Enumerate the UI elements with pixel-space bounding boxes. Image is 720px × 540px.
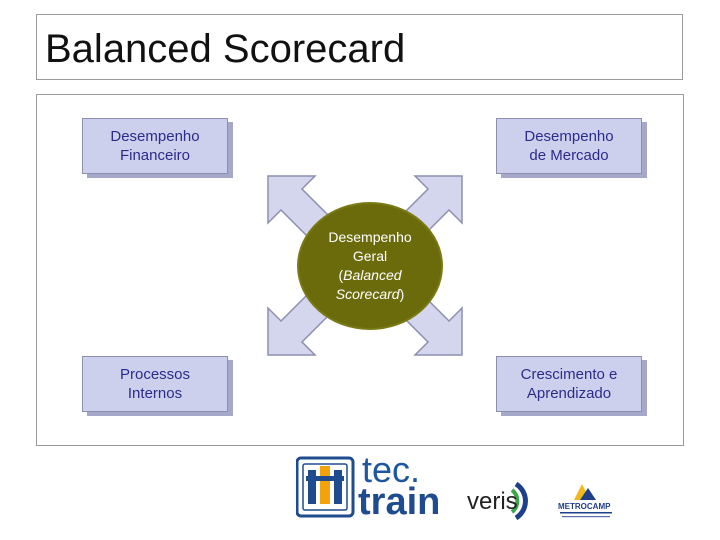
center-line-3-prefix: ( xyxy=(338,267,344,283)
title-frame: Balanced Scorecard xyxy=(36,14,683,80)
box-desempenho-mercado: Desempenho de Mercado xyxy=(496,118,642,174)
box-desempenho-financeiro: Desempenho Financeiro xyxy=(82,118,228,174)
metrocamp-logo-icon xyxy=(560,484,612,518)
box-crescimento-aprendizado: Crescimento e Aprendizado xyxy=(496,356,642,412)
tectrain-train-text: train xyxy=(358,481,441,523)
center-circle: Desempenho Geral (Balanced Scorecard) xyxy=(297,202,443,330)
slide-title: Balanced Scorecard xyxy=(45,27,406,71)
veris-text: veris xyxy=(467,488,518,515)
center-line-1: Desempenho xyxy=(328,229,412,245)
metrocamp-text: METROCAMP xyxy=(558,502,611,511)
center-line-4-suffix: ) xyxy=(399,286,405,302)
center-line-3-italic: Balanced xyxy=(343,267,402,283)
center-label: Desempenho Geral (Balanced Scorecard) xyxy=(328,228,411,304)
center-line-2: Geral xyxy=(352,248,388,264)
tectrain-logo-icon xyxy=(296,456,355,518)
tectrain-tec-text: tec. xyxy=(362,449,421,490)
box-processos-internos: Processos Internos xyxy=(82,356,228,412)
center-line-4-italic: Scorecard xyxy=(335,286,400,302)
veris-logo-icon xyxy=(510,481,528,521)
